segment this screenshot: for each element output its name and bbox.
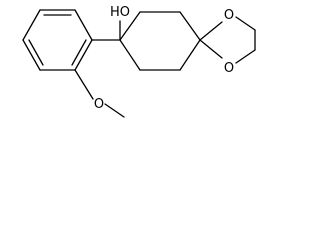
dioxolane-ring: O O [199, 8, 256, 76]
hydroxyl-label: HO [110, 5, 130, 20]
chemical-structure: O HO O O [22, 5, 256, 118]
dioxolane-oxygen-upper-label: O [224, 8, 234, 23]
benzene-ring [22, 9, 93, 71]
cyclohexane-ring [119, 11, 201, 71]
methoxy-oxygen-label: O [94, 97, 104, 112]
hydroxyl-group: HO [110, 5, 130, 41]
methoxy-group: O [74, 69, 125, 118]
dioxolane-oxygen-lower-label: O [224, 61, 234, 76]
